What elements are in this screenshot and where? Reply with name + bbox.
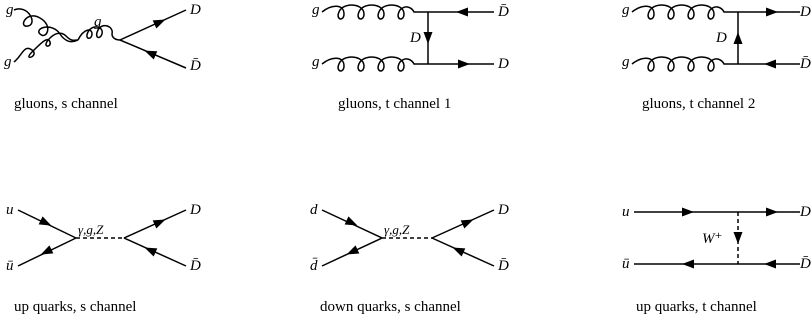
label-out-bottom: D̄: [497, 258, 509, 274]
label-out-bottom: D: [497, 56, 509, 72]
label-out-top: D: [799, 4, 811, 20]
arrow-in-top: [682, 207, 694, 217]
gluon-line-in-bottom: [321, 56, 428, 72]
label-out-bottom: D̄: [189, 258, 201, 274]
diagram-up-quarks-s-channel: u ū γ,g,Z D D̄ up quarks, s channel: [6, 202, 201, 315]
caption: up quarks, t channel: [636, 299, 757, 315]
label-out-top: D: [189, 2, 201, 18]
diagram-gluons-t-channel-1: g g D D̄ D gluons, t channel 1: [312, 2, 509, 112]
fermion-line-out-top: [119, 9, 187, 41]
diagram-gluons-s-channel: g g g D D̄ gluons, s channel: [4, 2, 201, 112]
diagram-gluons-t-channel-2: g g D D D̄ gluons, t channel 2: [622, 2, 811, 112]
arrow-out-top: [460, 215, 476, 229]
gluon-line-propagator: [77, 24, 121, 41]
arrow-out-top: [152, 215, 168, 229]
label-in-top: u: [6, 202, 14, 218]
label-in-top: g: [622, 2, 630, 18]
arrow-in-top: [38, 216, 54, 230]
caption: up quarks, s channel: [14, 299, 136, 315]
gluon-line-in-top: [13, 8, 79, 43]
arrow-out-bottom: [458, 59, 470, 69]
arrow-out-bottom: [450, 243, 466, 257]
label-in-bottom: d̄: [310, 258, 318, 274]
arrow-in-top: [344, 216, 360, 230]
arrow-propagator: [423, 32, 433, 44]
arrow-out-bottom: [142, 243, 158, 257]
arrow-out-bottom: [764, 59, 776, 69]
arrow-propagator: [733, 32, 743, 44]
arrow-out-top: [152, 15, 168, 29]
label-out-bottom: D̄: [799, 56, 811, 72]
label-in-bottom: g: [4, 54, 12, 70]
arrow-out-top: [456, 7, 468, 17]
gluon-line-in-bottom: [13, 32, 79, 63]
label-out-top: D: [189, 202, 201, 218]
label-out-top: D: [799, 204, 811, 220]
arrow-propagator: [733, 232, 743, 244]
gluon-line-in-top: [321, 4, 428, 20]
arrow-out-top: [766, 207, 778, 217]
arrow-out-bottom: [764, 259, 776, 269]
label-mid: D: [715, 30, 727, 46]
caption: gluons, s channel: [14, 96, 118, 112]
arrow-in-bottom: [344, 245, 360, 259]
arrow-in-bottom: [682, 259, 694, 269]
label-mid: D: [409, 30, 421, 46]
label-in-bottom: ū: [6, 258, 14, 274]
label-in-bottom: g: [312, 54, 320, 70]
caption: gluons, t channel 1: [338, 96, 451, 112]
arrow-out-top: [766, 7, 778, 17]
caption: gluons, t channel 2: [642, 96, 755, 112]
label-in-top: u: [622, 204, 630, 220]
arrow-in-bottom: [38, 245, 54, 259]
label-in-top: d: [310, 202, 318, 218]
label-in-bottom: g: [622, 54, 630, 70]
label-out-bottom: D̄: [189, 58, 201, 74]
label-in-bottom: ū: [622, 256, 630, 272]
diagram-up-quarks-t-channel: u ū W⁺ D D̄ up quarks, t channel: [622, 204, 811, 315]
diagram-down-quarks-s-channel: d d̄ γ,g,Z D D̄ down quarks, s channel: [310, 202, 509, 315]
label-out-top: D: [497, 202, 509, 218]
label-out-bottom: D̄: [799, 256, 811, 272]
gluon-line-in-bottom: [631, 56, 738, 72]
label-mid: γ,g,Z: [384, 222, 410, 237]
label-out-top: D̄: [497, 4, 509, 20]
label-in-top: g: [312, 2, 320, 18]
label-mid: g: [94, 14, 102, 30]
arrow-out-bottom: [142, 46, 158, 60]
label-mid: γ,g,Z: [78, 222, 104, 237]
gluon-line-in-top: [631, 4, 738, 20]
caption: down quarks, s channel: [320, 299, 461, 315]
label-mid: W⁺: [702, 231, 722, 247]
label-in-top: g: [6, 2, 14, 18]
